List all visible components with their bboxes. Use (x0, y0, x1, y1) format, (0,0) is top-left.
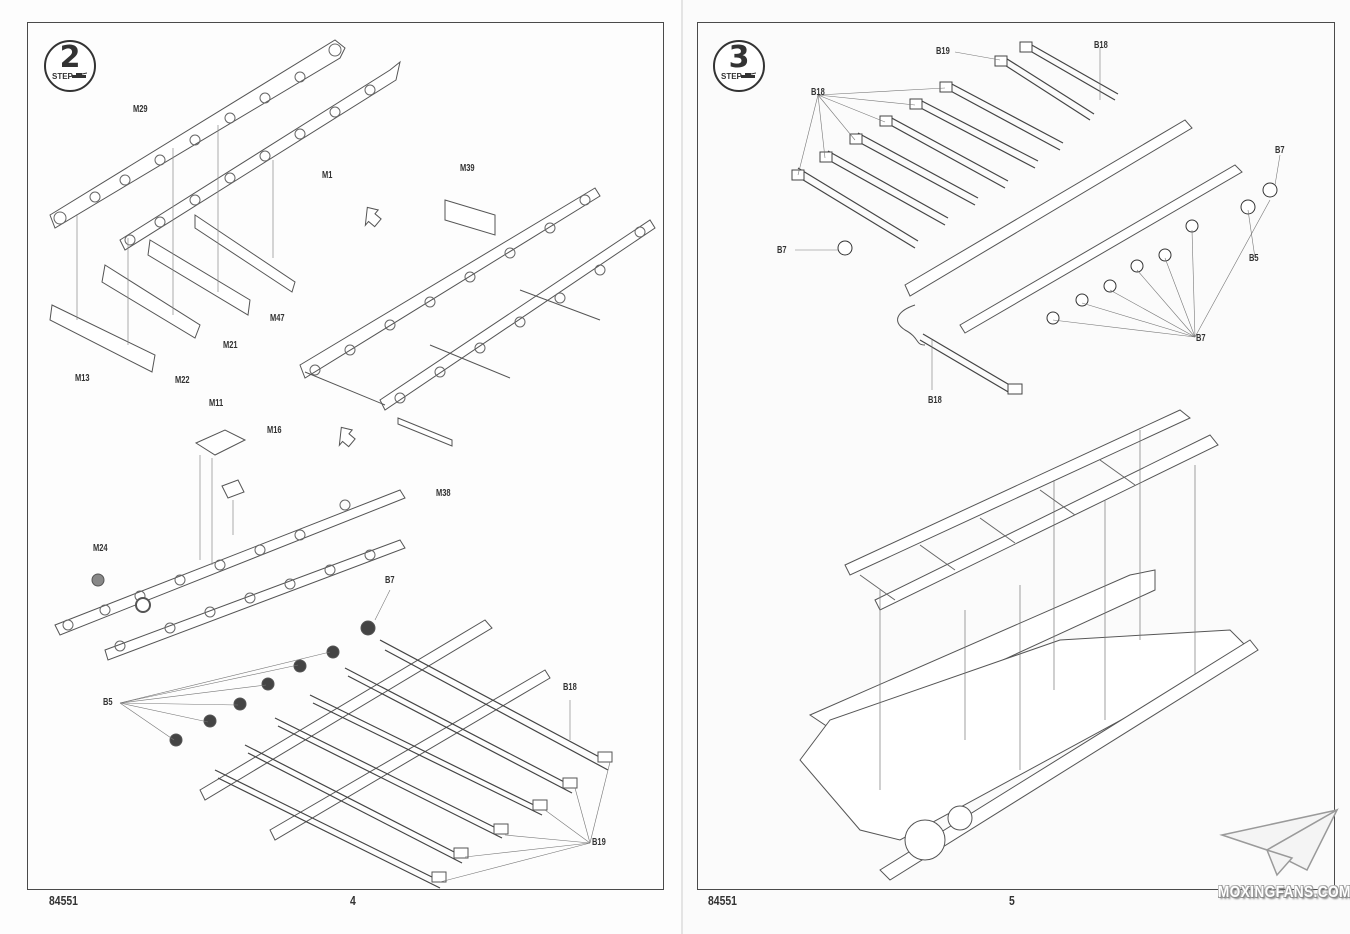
side-rail-m29 (49, 39, 346, 229)
step-label: STEP (721, 72, 742, 81)
part-label-m38: M38 (436, 488, 451, 499)
cross-member-m47 (194, 214, 296, 293)
tank-icon (72, 72, 87, 78)
torsion-bar-assembly (169, 619, 613, 889)
side-rail-m1 (119, 60, 401, 251)
paper-plane-icon (1219, 808, 1339, 877)
part-label-m47: M47 (270, 313, 285, 324)
view-arrow-icon (364, 206, 382, 228)
part-label-b18: B18 (811, 87, 825, 98)
part-label-b7: B7 (1196, 333, 1206, 344)
page-spine (681, 0, 683, 934)
part-label-b5: B5 (1249, 253, 1259, 264)
part-label-b7: B7 (1275, 145, 1285, 156)
page-4-frame (27, 22, 664, 890)
step-label: STEP (52, 72, 73, 81)
tank-icon (741, 72, 756, 78)
step-number: 2 (59, 40, 81, 75)
chassis-frame-lower (54, 489, 406, 661)
frame-step3 (904, 119, 1193, 297)
cross-member-m21 (147, 239, 251, 316)
part-label-m11: M11 (209, 398, 224, 409)
part-label-b7: B7 (777, 245, 787, 256)
step-3-badge: 3 STEP (713, 40, 765, 92)
part-label-b18: B18 (1094, 40, 1108, 51)
tube-m16 (221, 479, 245, 499)
suspension-assembly (844, 409, 1219, 611)
part-label-m24: M24 (93, 543, 108, 554)
part-label-b18: B18 (928, 395, 942, 406)
cross-member-m13 (49, 304, 156, 373)
part-label-m29: M29 (133, 104, 148, 115)
page-number: 4 (350, 893, 356, 908)
part-label-b19: B19 (936, 46, 950, 57)
page-number: 5 (1009, 893, 1015, 908)
part-label-b19: B19 (592, 837, 606, 848)
part-label-b5: B5 (103, 697, 113, 708)
part-label-b7: B7 (385, 575, 395, 586)
page-5-frame (697, 22, 1335, 890)
part-label-m22: M22 (175, 375, 190, 386)
instruction-page-5 (683, 0, 1350, 934)
watermark-text: MOXINGFANS.COM (1218, 884, 1350, 901)
part-label-m39: M39 (460, 163, 475, 174)
kit-number: 84551 (49, 893, 78, 908)
part-label-m16: M16 (267, 425, 282, 436)
tank-hull (799, 569, 1259, 881)
step-2-badge: 2 STEP (44, 40, 96, 92)
cross-member-m22 (101, 264, 201, 339)
chassis-frame-top (299, 187, 656, 447)
torsion-bars-step3 (794, 43, 1119, 394)
part-label-m21: M21 (223, 340, 238, 351)
kit-number: 84551 (708, 893, 737, 908)
part-label-b18: B18 (563, 682, 577, 693)
part-label-m13: M13 (75, 373, 90, 384)
wheel-m24b (135, 597, 151, 613)
part-label-m1: M1 (322, 170, 333, 181)
view-arrow-icon (338, 426, 356, 448)
plate-m11 (194, 429, 247, 456)
step-number: 3 (728, 40, 750, 75)
wheel-m24a (91, 573, 105, 587)
